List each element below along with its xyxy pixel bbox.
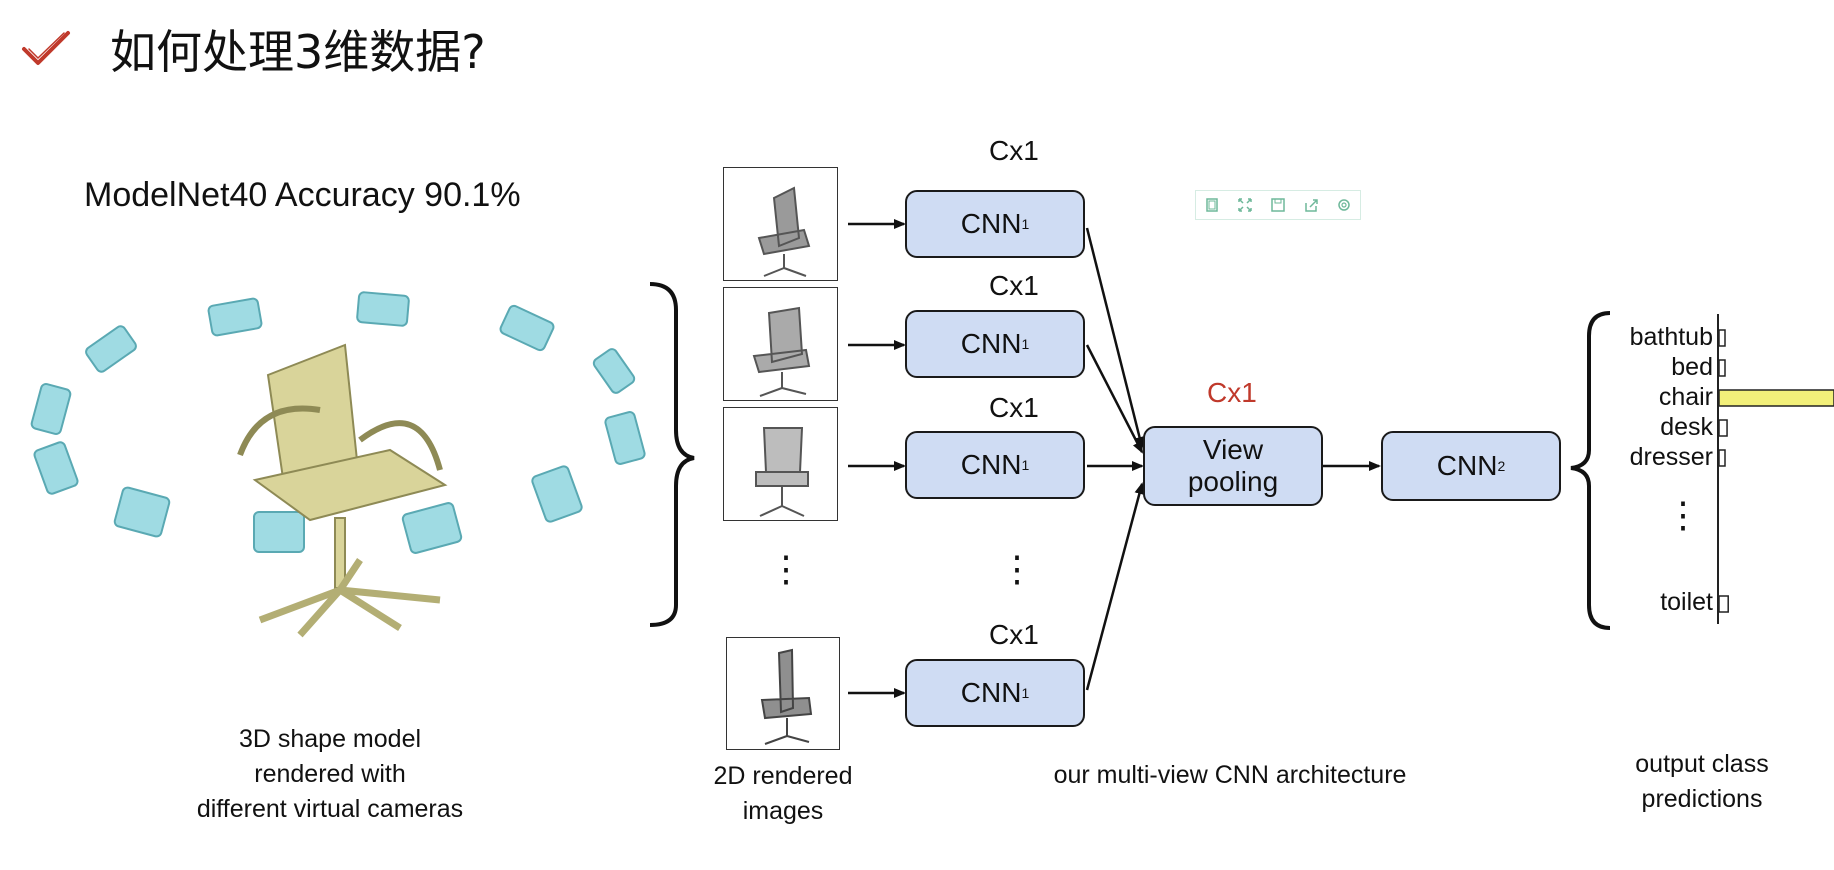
chair-view-icon (752, 306, 811, 397)
ellipsis: ⋮ (999, 548, 1035, 589)
save-icon[interactable] (1268, 195, 1288, 215)
chair-view-icon (760, 648, 813, 745)
caption-images-line: 2D rendered (713, 762, 853, 790)
caption-images: 2D rendered images (693, 759, 873, 829)
cx1-label: Cx1 (989, 270, 1039, 301)
cnn1-label: CNN (960, 677, 1022, 708)
caption-left-line: 3D shape model (238, 725, 422, 753)
cnn1-subscript: 1 (1021, 457, 1030, 473)
cx1-label: Cx1 (989, 392, 1039, 423)
title-row: 如何处理3维数据? (20, 14, 486, 84)
camera-ring-illustration (30, 282, 695, 638)
caption-output-line: output class (1635, 750, 1769, 778)
image-toolbar (1195, 190, 1361, 220)
cnn1-label: CNN (960, 328, 1022, 359)
cnn1-subscript: 1 (1021, 685, 1030, 701)
cnn2-label: CNN (1436, 450, 1498, 481)
ellipsis: ⋮ (768, 548, 804, 589)
cx1-label-highlight: Cx1 (1207, 377, 1257, 408)
prediction-bar-chair (1718, 389, 1834, 407)
cx1-label: Cx1 (989, 135, 1039, 166)
class-label: desk (1660, 413, 1713, 441)
cnn1-label: CNN (960, 208, 1022, 239)
rendered-view-thumbnail (723, 167, 838, 281)
rendered-view-thumbnail (726, 637, 840, 750)
class-label: chair (1658, 383, 1713, 411)
prediction-bar-bed (1718, 359, 1726, 377)
expand-icon[interactable] (1235, 195, 1255, 215)
caption-architecture: our multi-view CNN architecture (1053, 761, 1407, 789)
caption-images-line: images (742, 797, 824, 825)
caption-left: 3D shape model rendered with different v… (160, 722, 500, 827)
caption-left-line: different virtual cameras (196, 795, 464, 823)
caption-left-line: rendered with (254, 760, 406, 788)
cnn1-label: CNN (960, 449, 1022, 480)
view-pooling-box: View pooling (1143, 426, 1323, 506)
settings-icon[interactable] (1334, 195, 1354, 215)
caption-output-line: predictions (1641, 785, 1763, 813)
cnn1-subscript: 1 (1021, 336, 1030, 352)
prediction-bar-bathtub (1718, 329, 1726, 347)
view-pooling-label: pooling (1187, 466, 1279, 497)
view-pooling-label: View (1202, 434, 1264, 465)
accuracy-subtitle: ModelNet40 Accuracy 90.1% (84, 176, 521, 214)
page-title: 如何处理3维数据? (110, 25, 486, 79)
class-label: dresser (1629, 443, 1713, 471)
ellipsis: ⋮ (1665, 494, 1701, 535)
cnn2-subscript: 2 (1497, 458, 1506, 474)
chair-view-icon (755, 427, 809, 517)
copy-icon[interactable] (1202, 195, 1222, 215)
caption-output: output class predictions (1602, 747, 1802, 817)
prediction-bar-dresser (1718, 449, 1726, 467)
class-label: bathtub (1629, 323, 1713, 351)
rendered-view-thumbnail (723, 287, 838, 401)
prediction-bar-desk (1718, 419, 1728, 437)
rendered-view-thumbnail (723, 407, 838, 521)
class-label: toilet (1660, 588, 1713, 616)
prediction-bar-toilet (1718, 595, 1729, 613)
cx1-label: Cx1 (989, 619, 1039, 650)
share-icon[interactable] (1301, 195, 1321, 215)
class-label: bed (1671, 353, 1713, 381)
check-icon (22, 31, 70, 65)
cnn1-subscript: 1 (1021, 216, 1030, 232)
chair-view-icon (757, 186, 811, 277)
